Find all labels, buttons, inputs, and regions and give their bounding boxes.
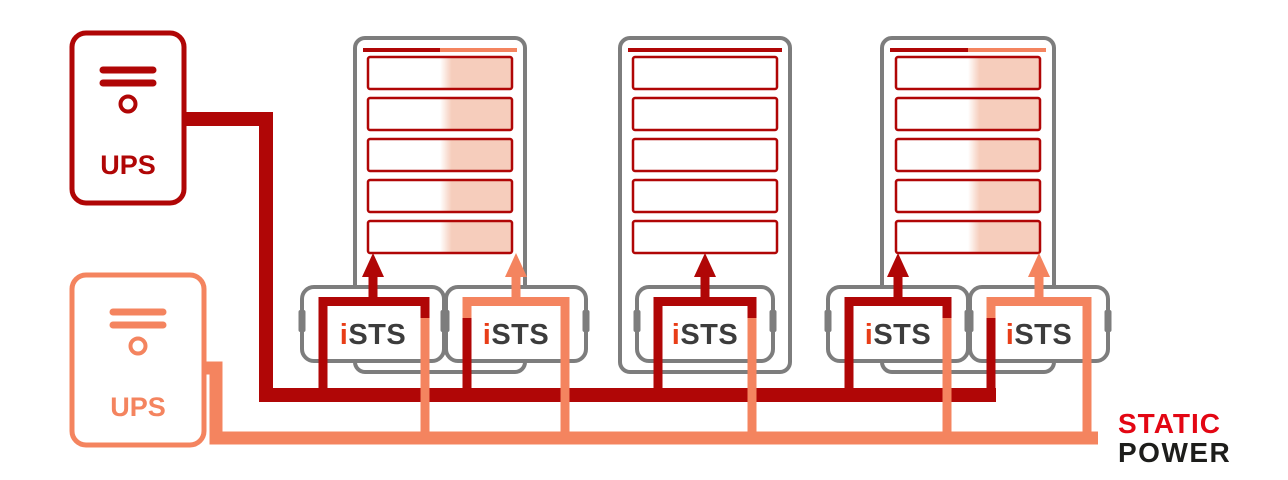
ists-label-i: i	[672, 319, 681, 351]
terminal-tick	[442, 310, 450, 332]
output-arrow-head	[694, 253, 716, 277]
ists-label-i: i	[340, 319, 349, 351]
ists-plumbing-3	[633, 253, 777, 438]
server-bar	[366, 178, 514, 214]
logo-line-power: POWER	[1118, 437, 1231, 468]
server-bar	[366, 96, 514, 132]
server-bar	[366, 137, 514, 173]
server-bar	[366, 55, 514, 91]
output-arrow-head	[887, 253, 909, 277]
ists-label-i: i	[865, 319, 874, 351]
terminal-tick	[633, 310, 641, 332]
terminal-tick	[824, 310, 832, 332]
ists-label-sts: STS	[348, 319, 406, 351]
server-bar	[894, 219, 1042, 255]
server-bar	[366, 219, 514, 255]
server-bar	[631, 219, 779, 255]
ists-label-sts: STS	[491, 319, 549, 351]
terminal-tick	[966, 310, 974, 332]
ists-label: iSTS	[865, 319, 931, 351]
server-bar	[631, 178, 779, 214]
ists-label-i: i	[483, 319, 492, 351]
ups-label: UPS	[110, 392, 166, 422]
ups-icon	[99, 66, 157, 114]
red-bus	[184, 112, 996, 402]
ists-label: iSTS	[483, 319, 549, 351]
terminal-tick	[769, 310, 777, 332]
ists-plumbing-1	[298, 253, 448, 438]
server-bar	[894, 137, 1042, 173]
output-arrow-head	[362, 253, 384, 277]
ups-a: UPS	[69, 30, 187, 206]
ups-icon	[109, 308, 167, 356]
server-bar	[894, 178, 1042, 214]
server-bar	[631, 55, 779, 91]
ists-label-sts: STS	[1014, 319, 1072, 351]
output-arrow-head	[1028, 253, 1050, 277]
ups-icon-dot	[128, 336, 148, 356]
ists-label: iSTS	[672, 319, 738, 351]
output-arrow-head	[505, 253, 527, 277]
logo-line-static: STATIC	[1118, 408, 1221, 439]
orange-bus	[204, 361, 1098, 445]
ups-label: UPS	[100, 150, 156, 180]
ists-label-i: i	[1006, 319, 1015, 351]
static-power-logo: STATIC POWER	[1118, 408, 1231, 468]
server-bar	[631, 96, 779, 132]
terminal-tick	[1104, 310, 1112, 332]
ists-label: iSTS	[340, 319, 406, 351]
ists-label-sts: STS	[873, 319, 931, 351]
server-bar	[894, 55, 1042, 91]
server-bar	[894, 96, 1042, 132]
ists-plumbing-2	[442, 253, 590, 438]
terminal-tick	[582, 310, 590, 332]
ups-b: UPS	[69, 272, 207, 448]
ups-outline	[69, 272, 207, 448]
ists-plumbing-5	[966, 253, 1112, 438]
server-bar	[631, 137, 779, 173]
ups-icon-dot	[118, 94, 138, 114]
ists-label: iSTS	[1006, 319, 1072, 351]
ists-label-sts: STS	[680, 319, 738, 351]
ists-plumbing-4	[824, 253, 972, 438]
terminal-tick	[298, 310, 306, 332]
